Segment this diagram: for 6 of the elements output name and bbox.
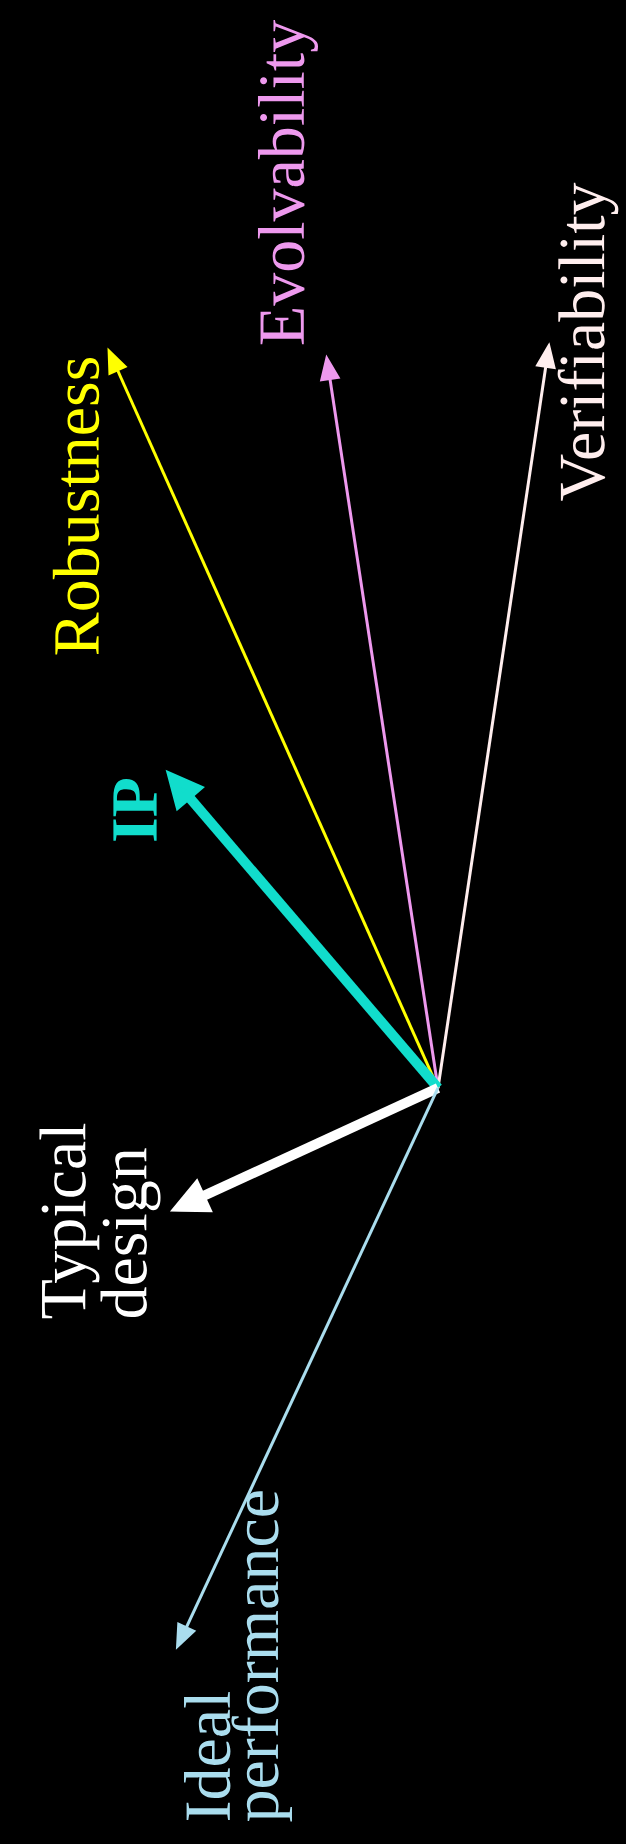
axis-label: Ideal performance xyxy=(184,1491,292,1822)
axis-label: Verifiability xyxy=(557,182,619,501)
axis-label: Evolvability xyxy=(258,20,318,345)
axis-label: Robustness xyxy=(52,358,100,655)
axis-label: IP xyxy=(113,778,157,841)
axis-label: Typical design xyxy=(39,1123,161,1319)
